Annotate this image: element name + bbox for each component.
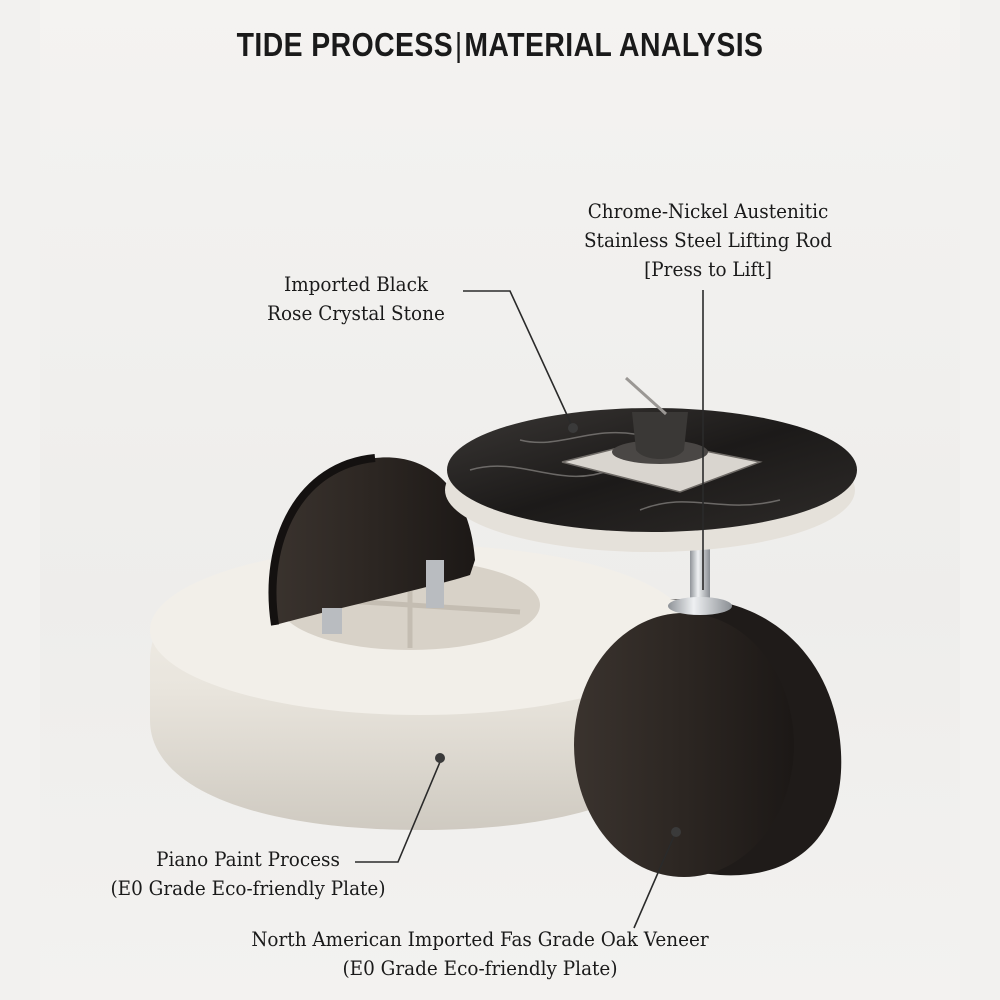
title-separator: | — [454, 26, 463, 63]
title-right: MATERIAL ANALYSIS — [464, 26, 764, 63]
oak-line1: North American Imported Fas Grade Oak Ve… — [251, 927, 709, 951]
stone-veining — [469, 431, 781, 511]
dot-paint — [435, 753, 445, 763]
chrome-lifting-rod — [690, 548, 710, 610]
title-left: TIDE PROCESS — [236, 26, 454, 63]
oak-line2: (E0 Grade Eco-friendly Plate) — [342, 956, 618, 980]
lid-hinge-left — [322, 608, 342, 634]
oak-drum-face — [574, 613, 794, 877]
lid-edge — [268, 454, 376, 626]
page-title: TIDE PROCESS|MATERIAL ANALYSIS — [70, 26, 930, 64]
lifting-rod-line1: Chrome-Nickel Austenitic — [587, 199, 829, 223]
leader-oak — [633, 835, 675, 929]
stone-line1: Imported Black — [283, 272, 429, 296]
dot-stone — [568, 423, 578, 433]
callout-stone: Imported Black Rose Crystal Stone — [255, 270, 457, 328]
callout-dots — [435, 423, 681, 837]
dot-oak — [671, 827, 681, 837]
callout-leaders — [355, 290, 704, 929]
lifting-rod-line3: [Press to Lift] — [644, 257, 772, 281]
leader-paint — [355, 761, 441, 863]
leader-stone — [463, 290, 574, 429]
bowl — [632, 412, 688, 459]
spoon — [624, 376, 668, 416]
paint-line2: (E0 Grade Eco-friendly Plate) — [110, 876, 386, 900]
callout-oak: North American Imported Fas Grade Oak Ve… — [222, 925, 737, 983]
callout-lifting-rod: Chrome-Nickel Austenitic Stainless Steel… — [561, 197, 855, 284]
paint-line1: Piano Paint Process — [156, 847, 340, 871]
rod-collar — [668, 597, 732, 615]
stone-line2: Rose Crystal Stone — [267, 301, 445, 325]
wooden-lid — [272, 457, 475, 625]
lifting-rod-line2: Stainless Steel Lifting Rod — [583, 228, 833, 252]
lid-hinge-right — [426, 560, 444, 608]
callout-paint: Piano Paint Process (E0 Grade Eco-friend… — [110, 845, 386, 903]
